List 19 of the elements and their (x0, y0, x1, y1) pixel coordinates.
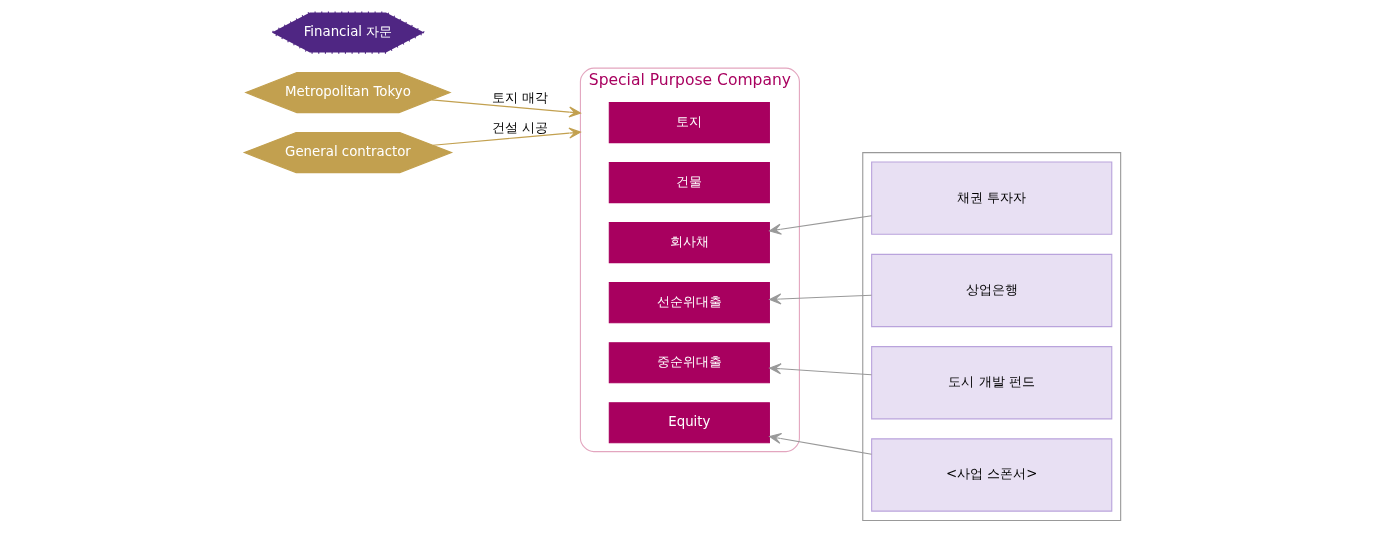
arrow (769, 432, 873, 455)
node-box: 건물 (608, 162, 770, 204)
cluster (862, 152, 1122, 522)
arrow (769, 293, 873, 305)
node-box: <사업 스폰서> (871, 438, 1113, 512)
node-box: 상업은행 (871, 253, 1113, 328)
edge-label: 토지 매각 (492, 90, 549, 106)
node-box: 중순위대출 (608, 342, 770, 384)
node-box: 채권 투자자 (871, 161, 1113, 235)
node-box: Equity (608, 402, 770, 444)
edge-label: 건설 시공 (492, 120, 549, 136)
arrow (769, 363, 873, 376)
node-box: 선순위대출 (608, 282, 770, 324)
node-box: 토지 (608, 102, 770, 144)
arrow (431, 99, 581, 118)
arrow (432, 127, 581, 146)
arrow (769, 215, 873, 235)
node-box: 도시 개발 펀드 (871, 346, 1113, 420)
node-box: 회사채 (608, 222, 770, 264)
